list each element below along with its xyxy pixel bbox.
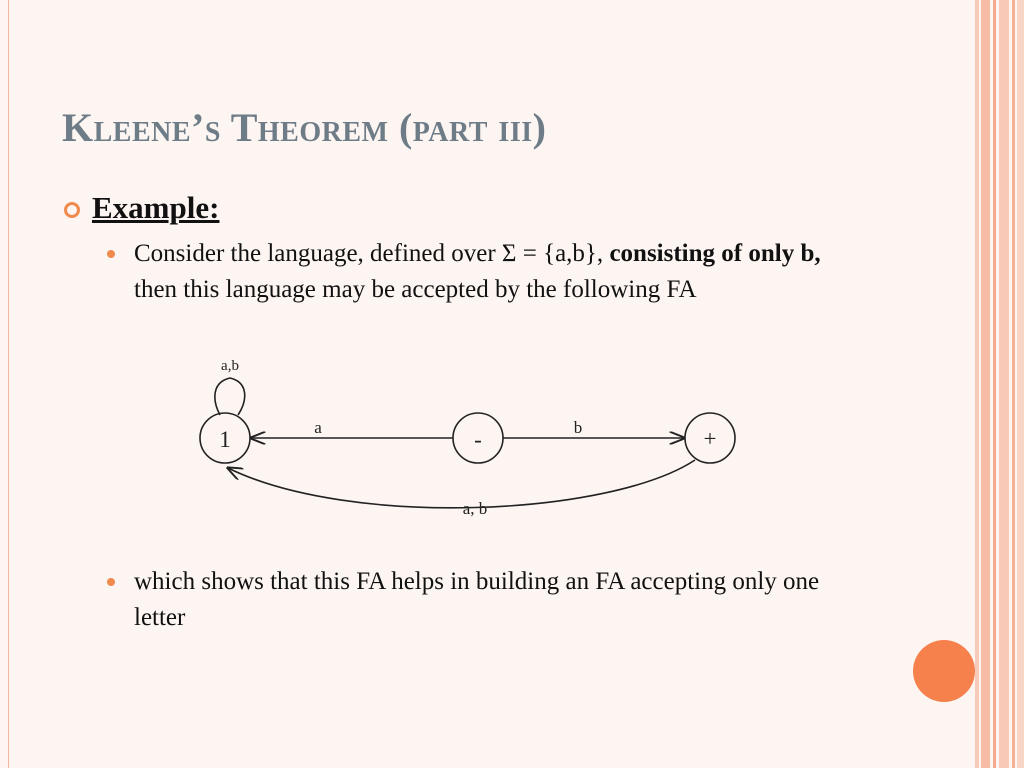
dot-bullet-icon — [107, 250, 115, 258]
bullet-consider-language: Consider the language, defined over Σ = … — [134, 236, 854, 308]
start-state-label: - — [474, 427, 482, 452]
bullet-fa-helps: which shows that this FA helps in buildi… — [134, 568, 820, 631]
finite-automaton-diagram: a,b 1 - + a b a, b — [199, 358, 736, 518]
self-loop-state1 — [214, 377, 246, 416]
decorative-orange-circle — [913, 640, 975, 702]
bullet1-bold-text: consisting of only b, — [609, 240, 821, 267]
ring-bullet-icon — [64, 202, 80, 218]
stripe — [1017, 0, 1024, 768]
stripe — [999, 0, 1009, 768]
left-border-line — [8, 0, 9, 768]
edge-final-to-1-label: a, b — [463, 499, 488, 518]
stripe — [981, 0, 990, 768]
edge-final-to-1 — [228, 459, 696, 509]
state-1-label: 1 — [219, 427, 231, 452]
stripe — [1012, 0, 1015, 768]
bullet1-text-before: Consider the language, defined over Σ = … — [134, 240, 610, 267]
dot-bullet-icon — [107, 578, 115, 586]
edge-start-to-1-label: a — [314, 418, 322, 437]
final-state-label: + — [704, 426, 717, 451]
right-decorative-stripes — [975, 0, 1024, 768]
stripe — [975, 0, 979, 768]
loop-label: a,b — [221, 358, 239, 374]
edge-start-to-final-label: b — [574, 418, 583, 437]
slide-title: Kleene’s Theorem (part iii) — [62, 105, 547, 150]
bullet1-text-after: then this language may be accepted by th… — [134, 276, 697, 303]
example-heading: Example: — [92, 190, 220, 225]
stripe — [993, 0, 996, 768]
